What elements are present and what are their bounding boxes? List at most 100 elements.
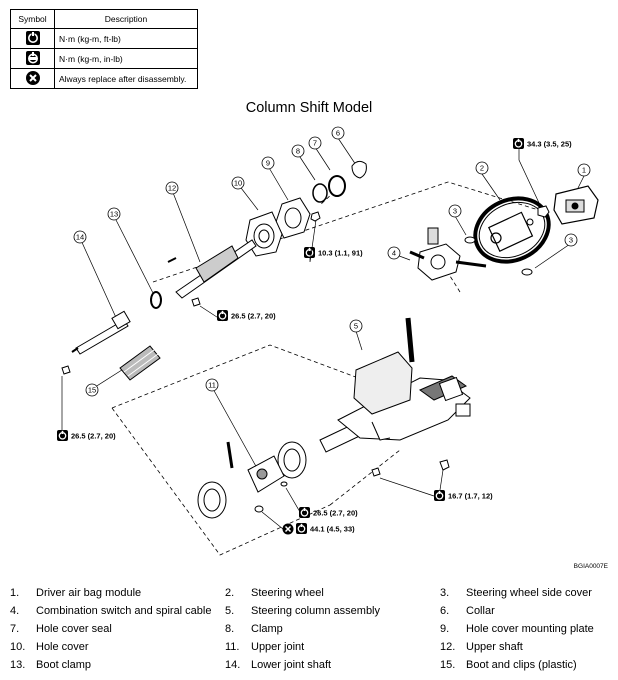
leader [211, 386, 259, 471]
leader [355, 330, 363, 351]
bolt [191, 297, 201, 307]
torque-value: 26.5 (2.7, 20) [231, 312, 276, 321]
parts-list-item: 7.Hole cover seal [10, 620, 112, 638]
leader [261, 511, 284, 530]
torque-value: 26.5 (2.7, 20) [313, 509, 358, 518]
torque-spec: 34.3 (3.5, 25) [512, 137, 572, 150]
torque-wrench-icon [303, 246, 316, 259]
torque-spec: 10.3 (1.1, 91) [303, 246, 363, 259]
figure-code: BGIA0007E [574, 563, 609, 570]
torque-leaders [61, 149, 541, 530]
leader [454, 215, 467, 236]
parts-list-item: 2.Steering wheel [225, 584, 324, 602]
torque-wrench-inlb-icon [25, 50, 40, 65]
dashed-line [329, 449, 401, 506]
torque-spec: 26.5 (2.7, 20) [298, 506, 358, 519]
callout-leaders [79, 137, 585, 471]
callout-2: 2 [475, 161, 489, 175]
steering-column-assembly [319, 317, 471, 453]
bolt [61, 365, 71, 375]
torque-wrench-icon [433, 489, 446, 502]
callout-6: 6 [331, 126, 345, 140]
torque-value: 10.3 (1.1, 91) [318, 249, 363, 258]
torque-wrench-icon [298, 506, 311, 519]
parts-list-item: 5.Steering column assembly [225, 602, 380, 620]
part-name: Boot clamp [36, 659, 92, 671]
parts-list-item: 14.Lower joint shaft [225, 656, 331, 674]
legend-symbol-cell [10, 68, 55, 89]
parts-list-item: 11.Upper joint [225, 638, 304, 656]
torque-specs: 34.3 (3.5, 25) 10.3 (1.1, 91) 26.5 (2.7,… [56, 137, 572, 535]
part-name: Combination switch and spiral cable [36, 605, 212, 617]
bolt [310, 211, 321, 222]
upper-shaft [167, 239, 257, 299]
leader [534, 243, 571, 269]
callout-label: 9 [266, 159, 270, 168]
legend-symbol-cell [10, 28, 55, 49]
leader [91, 367, 126, 390]
part-number: 1. [10, 587, 20, 599]
torque-wrench-icon [56, 429, 69, 442]
callout-label: 13 [110, 210, 118, 219]
replace-x-icon [282, 523, 294, 535]
callout-13: 13 [107, 207, 121, 221]
torque-value: 26.5 (2.7, 20) [71, 432, 116, 441]
diagram-title: Column Shift Model [245, 100, 373, 116]
boot-and-clips [119, 345, 161, 381]
leader [79, 237, 119, 323]
parts-list-item: 12. Upper shaft [440, 638, 523, 656]
dashed-line [111, 344, 386, 409]
callout-11: 11 [205, 378, 219, 392]
callout-14: 14 [73, 230, 87, 244]
parts-list-item: 15.Boot and clips (plastic) [440, 656, 577, 674]
leader [481, 173, 501, 201]
parts-list-item: 1. Driver air bag module [10, 584, 141, 602]
torque-spec: 44.1 (4.5, 33) [282, 522, 355, 535]
steering-wheel-side-cover [521, 268, 533, 276]
part-number: 6. [440, 605, 450, 617]
part-number: 9. [440, 623, 450, 635]
steering-wheel [473, 196, 551, 264]
part-number: 12. [440, 641, 456, 653]
callout-10: 10 [231, 176, 245, 190]
leader [113, 215, 155, 296]
leader [267, 165, 289, 201]
parts-list-item: 10.Hole cover [10, 638, 89, 656]
leader [309, 219, 317, 263]
part-name: Steering wheel side cover [466, 587, 592, 599]
leader [171, 189, 201, 263]
callout-label: 7 [313, 139, 317, 148]
callout-label: 6 [336, 129, 340, 138]
dashed-line [152, 181, 546, 283]
callout-label: 12 [168, 184, 176, 193]
part-number: 7. [10, 623, 20, 635]
callout-12: 12 [165, 181, 179, 195]
part-number: 14. [225, 659, 241, 671]
torque-wrench-icon [216, 309, 229, 322]
part-name: Driver air bag module [36, 587, 142, 599]
part-name: Upper shaft [466, 641, 523, 653]
washer [280, 481, 288, 487]
torque-value: 34.3 (3.5, 25) [527, 140, 572, 149]
replace-x-icon [25, 70, 40, 85]
leader [518, 149, 541, 206]
callout-7: 7 [308, 136, 322, 150]
callout-5: 5 [349, 319, 363, 333]
part-number: 4. [10, 605, 20, 617]
boot-clamp [150, 291, 162, 309]
callout-markers: 1 2 3 3 4 5 6 7 8 9 10 11 12 13 14 15 [73, 126, 591, 397]
upper-joint [197, 441, 307, 519]
callout-label: 3 [453, 207, 457, 216]
torque-spec: 16.7 (1.7, 12) [433, 489, 493, 502]
callout-label: 3 [569, 236, 573, 245]
callout-label: 15 [88, 386, 96, 395]
washer [254, 505, 264, 513]
collar [351, 160, 367, 179]
leader [379, 477, 435, 497]
nut [439, 459, 450, 471]
dashed-line [111, 407, 331, 556]
callout-label: 2 [480, 164, 484, 173]
leader [337, 137, 357, 166]
leader [199, 305, 224, 322]
part-number: 13. [10, 659, 26, 671]
